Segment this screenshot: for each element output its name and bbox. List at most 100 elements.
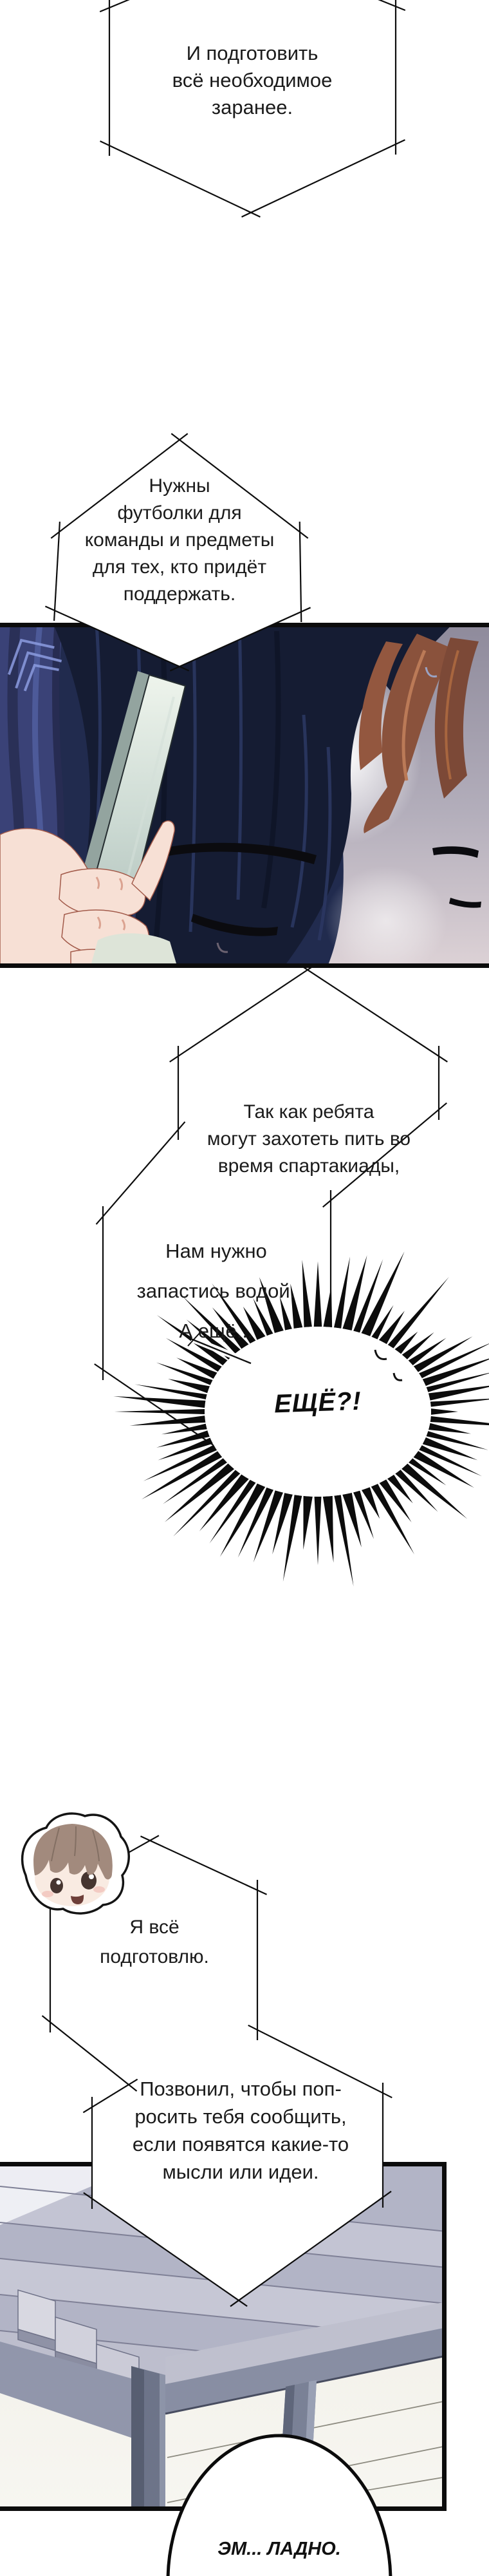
bubble-text-line: мысли или идеи. <box>162 2161 319 2183</box>
final-bubble-text: ЭМ... ЛАДНО. <box>217 2539 341 2559</box>
burst-spike <box>173 1470 241 1537</box>
burst-spike <box>428 1385 489 1401</box>
speech-bubble-3-text: Так как ребята могут захотеть пить во вр… <box>207 1099 411 1180</box>
burst-spike <box>395 1470 438 1512</box>
hair-strands <box>153 623 281 945</box>
burst-spike <box>259 1277 284 1333</box>
burst-spike <box>353 1259 383 1333</box>
bubble-text-line: всё необходимое <box>172 69 333 91</box>
burst-spike <box>129 1416 206 1426</box>
burst-spike <box>313 1261 322 1327</box>
bubble-edge <box>83 2192 248 2307</box>
burst-spike <box>302 1260 312 1327</box>
bubble-edge <box>99 0 130 13</box>
burst-spike <box>422 1437 478 1461</box>
burst-spike <box>156 1362 213 1385</box>
sweat-drop-icon <box>374 1349 387 1360</box>
burst-spike <box>219 1483 266 1557</box>
burst-spike <box>426 1431 488 1450</box>
bubble-text-line: поддержать. <box>123 583 236 605</box>
speech-bubble-3-4 <box>94 963 448 1461</box>
bubble-edge <box>171 433 309 539</box>
burst-spike <box>253 1490 284 1563</box>
burst-spike <box>290 1283 303 1329</box>
burst-spike <box>161 1423 207 1435</box>
burst-spike <box>422 1358 489 1387</box>
bubble-text-line: заранее. <box>211 96 293 118</box>
bubble-text-line: время спартакиады, <box>217 1155 400 1177</box>
bubble-edge <box>322 1102 447 1208</box>
burst-bubble <box>113 1251 489 1587</box>
burst-core <box>205 1327 431 1497</box>
burst-spike <box>253 1298 273 1336</box>
bubble-edge <box>248 2024 392 2099</box>
bubble-edge <box>241 139 405 218</box>
speech-bubbles-layer <box>41 0 448 2307</box>
chibi-mouth <box>71 1895 84 1904</box>
bubble-text-line: Я всё <box>129 1917 180 1938</box>
burst-spike <box>430 1398 489 1407</box>
burst-spike <box>134 1384 207 1399</box>
eye-highlight <box>56 1880 61 1885</box>
burst-spike <box>353 1490 374 1539</box>
chevron-pattern <box>7 638 62 692</box>
burst-spike <box>163 1458 228 1504</box>
burst-spike <box>143 1444 217 1481</box>
beam <box>165 2327 447 2414</box>
bubble-text-line: запастись водой. <box>136 1280 296 1302</box>
bubble-text-line: могут захотеть пить во <box>207 1128 411 1150</box>
bubble-edge <box>100 140 261 218</box>
burst-spike <box>279 1296 292 1331</box>
chibi-blush <box>42 1891 53 1897</box>
tail-line <box>187 1336 252 1365</box>
burst-spike <box>378 1311 405 1345</box>
sweat-drop-icon <box>425 667 438 677</box>
burst-spike <box>209 1479 256 1544</box>
burst-spike <box>165 1338 222 1372</box>
burst-spike <box>361 1487 380 1519</box>
panel-phone-call <box>0 623 489 968</box>
burst-spikes <box>113 1251 489 1587</box>
speech-bubble-5-text: Я всё подготовлю. <box>100 1913 209 1972</box>
burst-spike <box>413 1336 473 1372</box>
burst-text: ЕЩЁ?! <box>273 1387 362 1419</box>
burst-spike <box>176 1358 217 1379</box>
fascia <box>0 2342 165 2441</box>
bubble-text-line: Так как ребята <box>243 1101 374 1122</box>
burst-spike <box>413 1451 475 1488</box>
burst-spike <box>164 1463 235 1522</box>
burst-spike <box>387 1474 413 1504</box>
bubble-edge <box>44 605 190 672</box>
panel2-border-right <box>442 2162 447 2511</box>
bubble-text-line: футболки для <box>117 502 242 524</box>
burst-spike <box>114 1408 205 1415</box>
burst-spike <box>237 1487 274 1558</box>
burst-spike <box>342 1255 367 1331</box>
burst-spike <box>158 1437 213 1461</box>
bubble-text-line: А ещё... <box>179 1320 254 1342</box>
burst-spike <box>342 1492 362 1548</box>
bubble-text-line: команды и предметы <box>84 529 275 551</box>
speech-bubble-2 <box>44 433 311 672</box>
corner-post-shade <box>131 2366 144 2511</box>
bubble-text-line: Нужны <box>149 475 210 497</box>
corner-post-light <box>160 2374 165 2511</box>
burst-spike <box>430 1416 489 1426</box>
burst-spike <box>113 1396 206 1408</box>
burst-spike <box>401 1332 434 1359</box>
chibi-face <box>21 1812 130 1915</box>
panel1-border-bottom <box>0 963 489 968</box>
burst-spike <box>419 1343 489 1379</box>
eye-highlight <box>89 1874 94 1879</box>
chibi-hair-strands <box>51 1826 100 1862</box>
chibi-blush <box>93 1886 105 1893</box>
sweat-drop-icon <box>216 942 228 953</box>
bubble-edge <box>50 433 189 539</box>
chibi-hair <box>33 1824 113 1880</box>
burst-spike <box>182 1296 241 1354</box>
bubble-text-line: И подготовить <box>186 42 318 64</box>
beam-upper <box>165 2302 447 2384</box>
speech-bubble-1 <box>99 0 406 218</box>
burst-spike <box>323 1286 333 1328</box>
burst-spike <box>272 1493 293 1555</box>
